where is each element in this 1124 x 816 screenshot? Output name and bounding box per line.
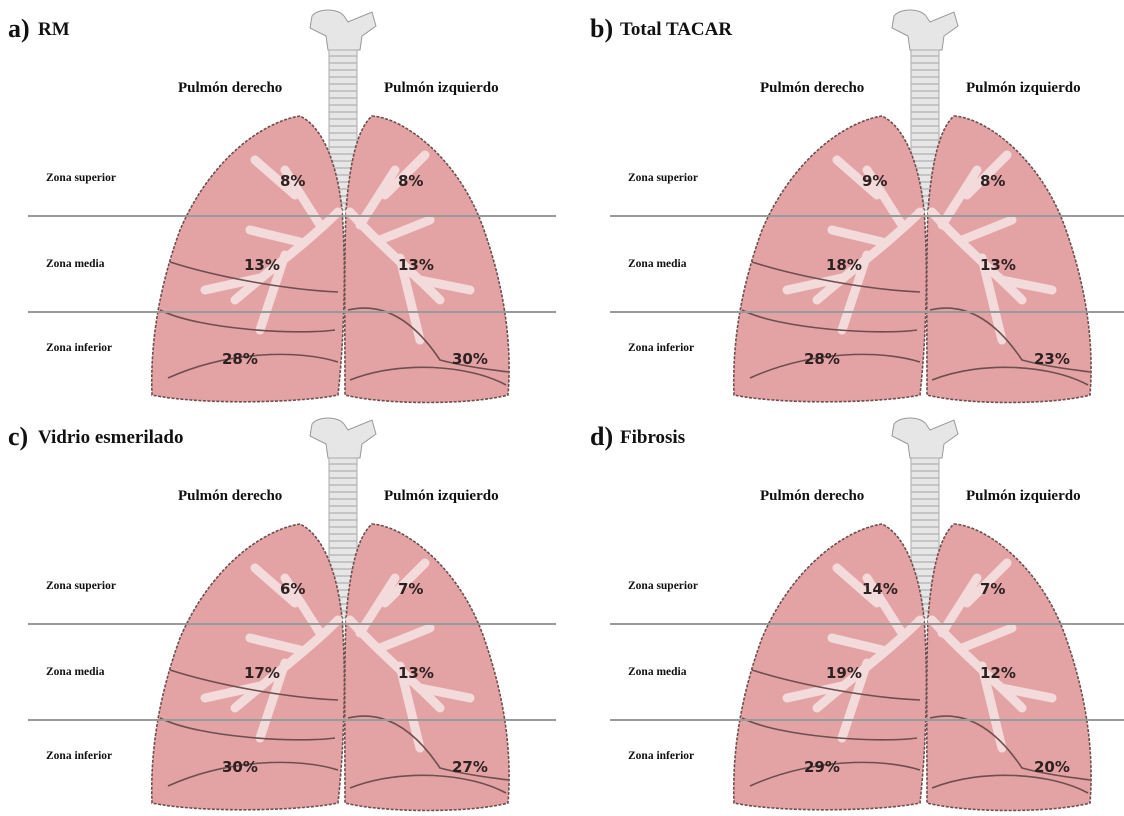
value-right-lower: 28%	[804, 350, 840, 368]
value-left-middle: 13%	[398, 664, 434, 682]
larynx	[892, 418, 958, 458]
value-left-lower: 20%	[1034, 758, 1070, 776]
value-left-middle: 12%	[980, 664, 1016, 682]
value-right-middle: 13%	[244, 256, 280, 274]
lungs-diagram	[0, 408, 562, 816]
lungs-diagram	[582, 0, 1124, 408]
value-right-lower: 29%	[804, 758, 840, 776]
larynx	[310, 418, 376, 458]
value-left-lower: 30%	[452, 350, 488, 368]
value-left-lower: 23%	[1034, 350, 1070, 368]
value-right-upper: 6%	[280, 580, 305, 598]
value-right-middle: 17%	[244, 664, 280, 682]
value-left-lower: 27%	[452, 758, 488, 776]
value-left-upper: 7%	[980, 580, 1005, 598]
panel-total-tacar: b) Total TACAR Pulmón derecho Pulmón izq…	[582, 0, 1124, 408]
value-left-upper: 8%	[980, 172, 1005, 190]
value-right-upper: 14%	[862, 580, 898, 598]
value-right-lower: 28%	[222, 350, 258, 368]
panel-vidrio-esmerilado: c) Vidrio esmerilado Pulmón derecho Pulm…	[0, 408, 562, 816]
value-right-upper: 8%	[280, 172, 305, 190]
lungs-diagram	[0, 0, 562, 408]
larynx	[310, 10, 376, 50]
larynx	[892, 10, 958, 50]
value-right-middle: 18%	[826, 256, 862, 274]
value-right-middle: 19%	[826, 664, 862, 682]
panel-fibrosis: d) Fibrosis Pulmón derecho Pulmón izquie…	[582, 408, 1124, 816]
value-left-upper: 8%	[398, 172, 423, 190]
lungs-diagram	[582, 408, 1124, 816]
panel-rm: a) RM Pulmón derecho Pulmón izquierdo Zo…	[0, 0, 562, 408]
value-right-upper: 9%	[862, 172, 887, 190]
value-right-lower: 30%	[222, 758, 258, 776]
value-left-middle: 13%	[398, 256, 434, 274]
value-left-upper: 7%	[398, 580, 423, 598]
value-left-middle: 13%	[980, 256, 1016, 274]
